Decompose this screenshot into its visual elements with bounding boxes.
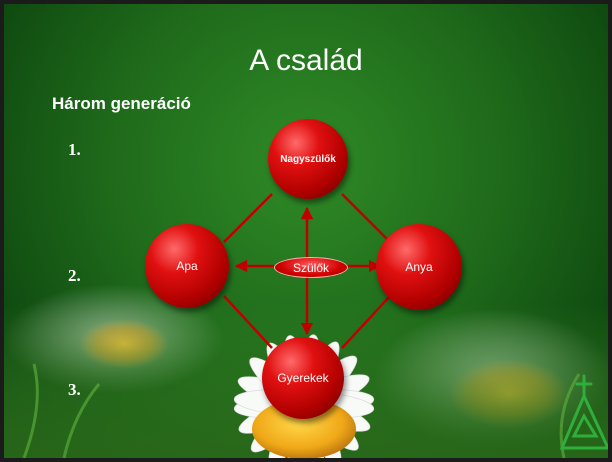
generation-number-1: 1.: [68, 140, 81, 159]
edge-grandparents-mother: [341, 193, 391, 243]
node-father: Apa: [145, 224, 229, 308]
diagram-connectors: [223, 193, 391, 349]
node-grandparents: Nagyszülők: [268, 119, 348, 199]
node-children: Gyerekek: [262, 337, 344, 419]
slide: A család Három generáció 1. 2. 3. Nagysz…: [4, 4, 608, 458]
edge-grandparents-father: [223, 193, 273, 243]
slide-title: A család: [249, 44, 363, 77]
node-parents: Szülők: [274, 257, 348, 278]
node-mother: Anya: [376, 224, 462, 310]
edge-father-children: [223, 295, 273, 349]
edge-mother-children: [341, 295, 391, 349]
slide-subtitle: Három generáció: [52, 94, 191, 113]
generation-number-2: 2.: [68, 266, 81, 285]
church-logo-icon: [559, 374, 608, 450]
generation-number-3: 3.: [68, 380, 81, 399]
